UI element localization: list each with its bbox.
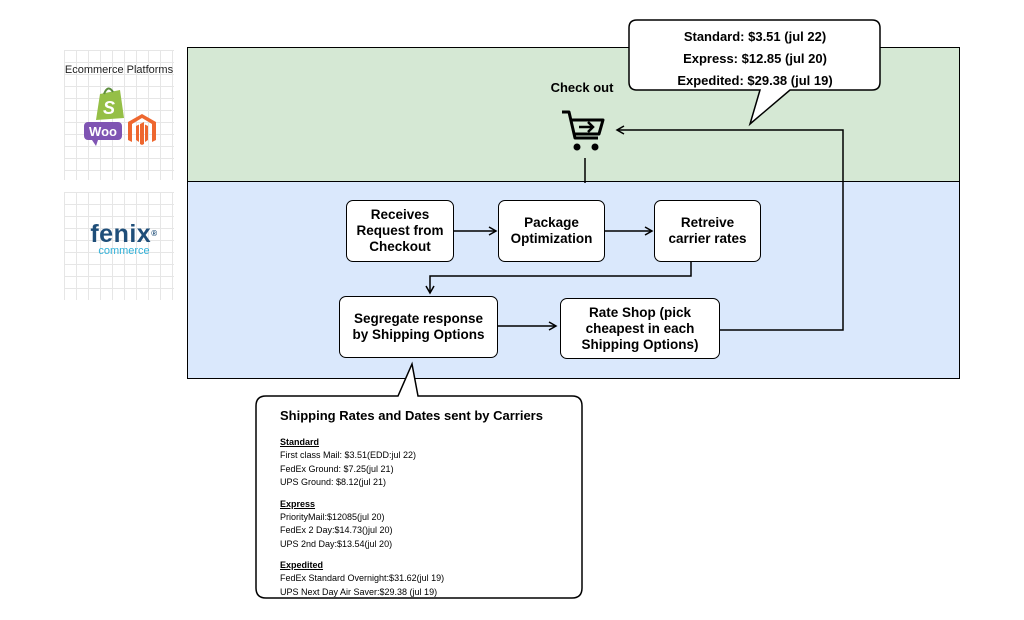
rates-callout-bubble (255, 361, 583, 599)
fenix-logo: fenix® commerce (84, 220, 164, 257)
node-retreive-rates[interactable]: Retreive carrier rates (654, 200, 761, 262)
rate-line: PriorityMail:$12085(jul 20) (280, 511, 385, 522)
woo-letters: Woo (89, 124, 117, 139)
fenix-panel (64, 192, 174, 300)
node-receives-request-label: Receives Request from Checkout (356, 207, 444, 254)
summary-line-express: Express: $12.85 (jul 20) (683, 51, 827, 66)
shopify-letter: S (103, 98, 115, 118)
summary-callout-bubble (628, 19, 881, 127)
node-segregate-response[interactable]: Segregate response by Shipping Options (339, 296, 498, 358)
rates-heading: Expedited (280, 560, 324, 570)
fenix-logo-main: fenix (90, 220, 152, 248)
woocommerce-bubble-icon: Woo (84, 122, 122, 146)
rate-line: UPS Next Day Air Saver:$29.38 (jul 19) (280, 586, 438, 597)
cart-arrow-icon (562, 110, 605, 151)
rate-line: UPS Ground: $8.12(jul 21) (280, 477, 387, 487)
shopify-bag-icon: S (96, 87, 124, 120)
node-rate-shop[interactable]: Rate Shop (pick cheapest in each Shippin… (560, 298, 720, 359)
fenix-logo-sub: commerce (98, 245, 150, 257)
summary-callout: Standard: $3.51 (jul 22) Express: $12.85… (629, 26, 881, 92)
arrow-rateshop-to-checkout (615, 125, 844, 331)
rates-title: Shipping Rates and Dates sent by Carrier… (280, 408, 543, 423)
rate-line: First class Mail: $3.51(EDD:jul 22) (280, 450, 417, 460)
rate-line: FedEx Standard Overnight:$31.62(jul 19) (280, 573, 445, 583)
checkout-label: Check out (550, 80, 614, 95)
summary-line-standard: Standard: $3.51 (jul 22) (683, 29, 827, 44)
node-rate-shop-label: Rate Shop (pick cheapest in each Shippin… (581, 304, 699, 352)
rates-group-standard: Standard First class Mail: $3.51(EDD:jul… (280, 435, 580, 490)
node-package-optimization[interactable]: Package Optimization (498, 200, 605, 262)
node-receives-request[interactable]: Receives Request from Checkout (346, 200, 454, 262)
rate-line: UPS 2nd Day:$13.54(jul 20) (280, 538, 393, 549)
rates-group-express: Express PriorityMail:$12085(jul 20) FedE… (280, 497, 580, 552)
rate-line: FedEx Ground: $7.25(jul 21) (280, 463, 394, 474)
node-segregate-response-label: Segregate response by Shipping Options (352, 311, 485, 342)
fenix-registered-mark: ® (151, 229, 158, 238)
ecommerce-platforms-label: Ecommerce Platforms (64, 64, 174, 76)
node-package-optimization-label: Package Optimization (510, 215, 593, 246)
magento-logo-icon (128, 114, 156, 145)
summary-line-expedited: Expedited: $29.38 (jul 19) (677, 73, 833, 88)
rate-line: FedEx 2 Day:$14.73()jul 20) (280, 525, 393, 535)
rates-heading: Standard (280, 437, 320, 447)
rates-callout: Shipping Rates and Dates sent by Carrier… (280, 408, 580, 606)
platform-logos: S Woo (84, 87, 156, 146)
arrow-retreive-to-segregate (425, 262, 692, 295)
rates-group-expedited: Expedited FedEx Standard Overnight:$31.6… (280, 558, 580, 599)
node-retreive-rates-label: Retreive carrier rates (668, 215, 747, 246)
rates-heading: Express (280, 498, 316, 509)
